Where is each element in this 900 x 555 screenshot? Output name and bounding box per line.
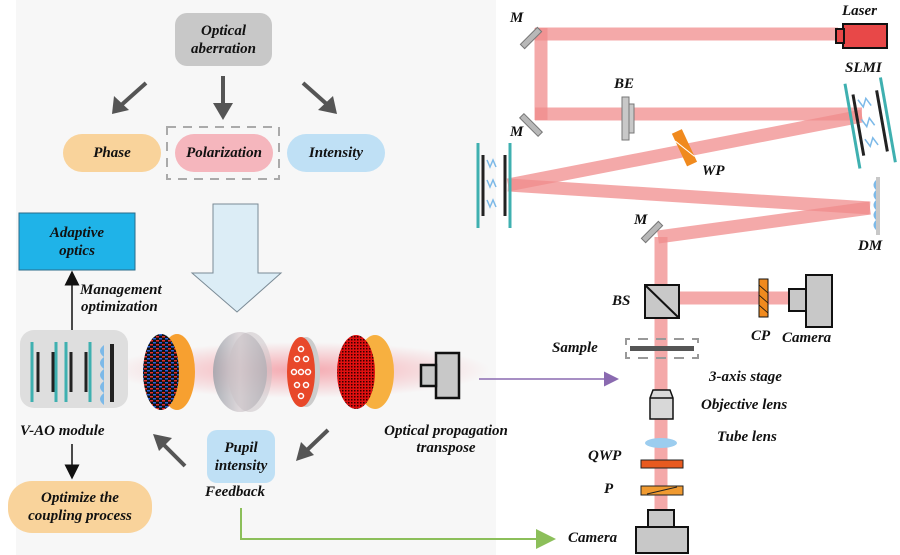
slm1	[843, 77, 897, 169]
laser-label: Laser	[842, 3, 877, 19]
compensation-plate	[758, 278, 769, 318]
slm2	[476, 143, 512, 228]
optimize-line1: Optimize the	[41, 490, 119, 506]
tube-lens-label: Tube lens	[717, 429, 777, 445]
sample-label: Sample	[552, 340, 598, 356]
aberration-box	[175, 13, 272, 66]
beam-splitter-label: BS	[612, 293, 631, 309]
sample-stage	[625, 338, 699, 359]
optimize-line2: coupling process	[28, 508, 132, 524]
polarization-dashed-frame	[166, 126, 280, 180]
deformable-mirror-label: DM	[858, 238, 883, 254]
beam-expander	[621, 96, 630, 141]
phase-mask	[143, 334, 179, 410]
phase-label: Phase	[93, 145, 131, 161]
side-camera-label: Camera	[782, 330, 832, 346]
qwp-label: QWP	[588, 448, 622, 464]
tube-lens	[645, 438, 677, 448]
polarizer-label: P	[604, 481, 614, 497]
side-camera-body	[805, 274, 833, 328]
mirror-lower-label: M	[634, 212, 648, 228]
big-down-arrow-icon	[190, 203, 283, 313]
management-line1: Management	[80, 282, 162, 298]
propagation-label: Optical propagation transpose	[366, 423, 526, 457]
waveplate-label: WP	[702, 163, 725, 179]
arrow-to-vao-icon	[161, 442, 187, 468]
mirror-bottom	[518, 112, 544, 138]
management-label: Management optimization	[80, 282, 162, 316]
polarization-pill	[175, 134, 273, 172]
bottom-camera-body	[635, 526, 689, 554]
slm1-label: SLMI	[845, 60, 882, 76]
vao-module-label: V-AO module	[20, 423, 105, 439]
laser-body	[842, 23, 888, 49]
beam-expander-label: BE	[614, 76, 635, 92]
bottom-camera-label: Camera	[568, 530, 618, 546]
stage-label: 3-axis stage	[709, 369, 782, 385]
aperture-holes	[290, 345, 312, 400]
laser-aperture	[835, 28, 845, 44]
aberration-label: Optical aberration	[175, 13, 272, 66]
pupil-intensity-box	[207, 430, 275, 483]
phase-pill	[63, 134, 161, 172]
aberration-line1: Optical	[201, 22, 246, 39]
propagation-line2: transpose	[416, 440, 476, 456]
adaptive-optics-label: Adaptive optics	[19, 213, 135, 270]
mirror-top-label: M	[510, 10, 524, 26]
aberration-tree	[63, 13, 385, 180]
objective-label: Objective lens	[701, 397, 788, 413]
management-line2: optimization	[81, 299, 158, 315]
mirror-top	[519, 26, 543, 50]
pupil-line1: Pupil	[224, 439, 258, 456]
feedback-label: Feedback	[205, 484, 265, 500]
arrow-to-pupil-icon	[303, 428, 330, 454]
small-camera-body	[434, 351, 461, 400]
adaptive-optics-box	[18, 212, 136, 271]
mirror-bottom-label: M	[510, 124, 524, 140]
aberration-line2: aberration	[190, 40, 256, 57]
intensity-pill	[287, 134, 385, 172]
optimize-label: Optimize the coupling process	[8, 481, 152, 533]
optimize-pill	[8, 481, 152, 533]
bottom-camera-lens	[647, 509, 675, 528]
pupil-line2: intensity	[214, 457, 268, 474]
aperture-plate	[287, 337, 315, 407]
sample-slide	[630, 346, 694, 351]
waveplate	[671, 129, 698, 167]
deformable-mirror	[876, 177, 880, 235]
adaptive-line1: Adaptive	[49, 224, 105, 241]
small-camera-lens	[419, 363, 438, 388]
objective-lens	[649, 389, 674, 420]
intensity-label: Intensity	[308, 145, 364, 161]
mirror-lower	[640, 220, 664, 244]
arrow-to-phase-icon	[116, 81, 148, 110]
pupil-intensity-label: Pupil intensity	[207, 430, 275, 483]
propagation-line1: Optical propagation	[384, 423, 508, 439]
compensation-plate-label: CP	[751, 328, 771, 344]
side-camera-lens	[788, 288, 807, 312]
quarter-wave-plate	[640, 459, 684, 469]
green-feedback-arrow-icon	[240, 508, 556, 549]
adaptive-line2: optics	[59, 242, 95, 259]
vao-module-graphic	[20, 330, 128, 408]
polarization-label: Polarization	[186, 145, 262, 161]
grid-mask	[337, 335, 375, 409]
